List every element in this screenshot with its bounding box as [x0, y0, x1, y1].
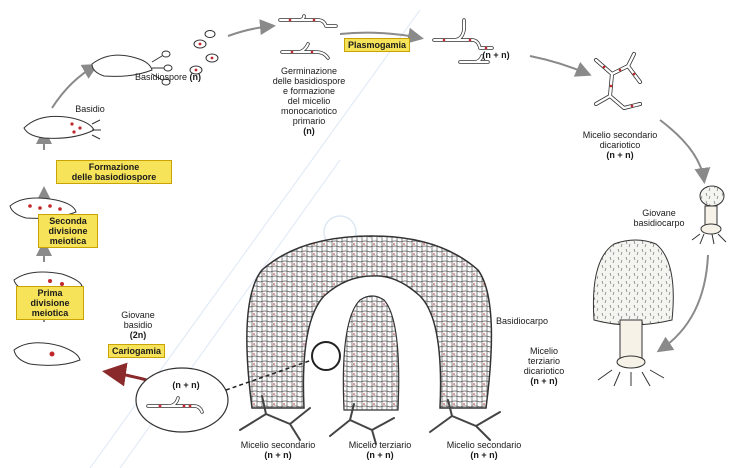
germination-label: Germinazione delle basidiospore e formaz…	[268, 66, 350, 136]
bottom-right-mycelium-label: Micelio secondario (n + n)	[434, 440, 534, 460]
arrow-to-basidiospore	[52, 66, 95, 108]
tertiary-mycelium-label: Micelio terziario dicariotico (n + n)	[514, 346, 574, 386]
bottom-left-mycelium-label: Micelio secondario (n + n)	[228, 440, 328, 460]
arrow-to-secondary-mycelium	[530, 56, 588, 74]
released-spores	[190, 31, 218, 75]
mature-basidiocarp	[593, 240, 673, 386]
cariogamia-stage: Cariogamia	[108, 344, 165, 358]
young-basidiocarp-label: Giovane basidiocarpo	[626, 208, 692, 228]
basidiospore-label: Basidiospore (n)	[128, 72, 208, 82]
germinating-hyphae	[280, 16, 336, 58]
basidiocarp-section	[247, 236, 492, 410]
zoom-ploidy: (n + n)	[166, 380, 206, 390]
basidiocarpo-label: Basidiocarpo	[496, 316, 566, 326]
basidium-young	[14, 343, 80, 366]
prima-divisione-stage: Prima divisione meiotica	[16, 286, 84, 320]
seconda-divisione-stage: Seconda divisione meiotica	[38, 214, 98, 248]
formazione-stage: Formazione delle basiodiospore	[56, 160, 172, 184]
zoom-source-circle	[312, 342, 340, 370]
plasmogamia-ploidy: (n + n)	[476, 50, 516, 60]
arrow-to-germination	[228, 26, 272, 36]
secondary-mycelium	[596, 54, 640, 108]
plasmogamia-stage: Plasmogamia	[344, 38, 410, 52]
young-basidiocarp	[692, 186, 726, 244]
bottom-mid-mycelium-label: Micelio terziario (n + n)	[332, 440, 428, 460]
basidio-label: Basidio	[68, 104, 112, 114]
young-basidio-label: Giovane basidio (2n)	[108, 310, 168, 340]
secondary-mycelium-label: Micelio secondario dicariotico (n + n)	[572, 130, 668, 160]
basidium-mature	[24, 116, 101, 139]
